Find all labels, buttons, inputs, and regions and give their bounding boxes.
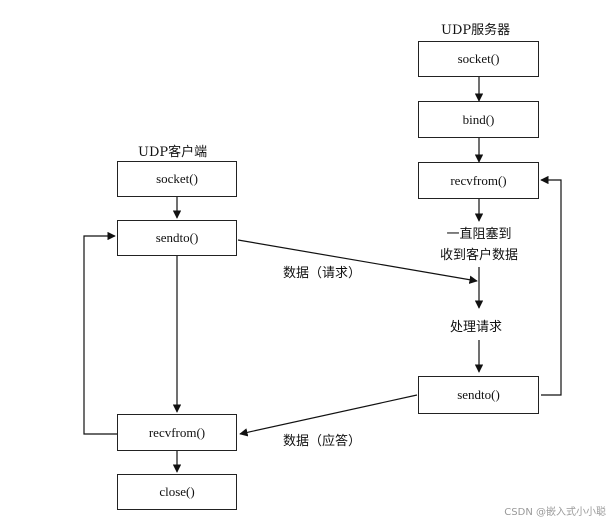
server-block-line1: 一直阻塞到 [446, 227, 512, 242]
server-process-label: 处理请求 [450, 320, 503, 335]
client-title: UDP客户端 [138, 145, 208, 160]
server-recvfrom-box: recvfrom() [418, 162, 539, 199]
request-label: 数据（请求） [283, 266, 362, 281]
server-loop-arrow [540, 175, 562, 396]
response-label: 数据（应答） [283, 434, 362, 449]
response-arrow [239, 394, 418, 437]
server-block-text: 一直阻塞到 收到客户数据 [426, 224, 532, 266]
server-bind-box: bind() [418, 101, 539, 138]
client-socket-box: socket() [117, 161, 237, 197]
watermark-text: CSDN @嵌入式小小聪 [504, 507, 606, 518]
server-title: UDP服务器 [441, 23, 511, 38]
client-recvfrom-box: recvfrom() [117, 414, 237, 451]
client-loop-arrow [83, 231, 117, 435]
server-socket-box: socket() [418, 41, 539, 77]
client-close-box: close() [117, 474, 237, 510]
server-sendto-box: sendto() [418, 376, 539, 414]
request-arrow [237, 239, 478, 284]
client-sendto-box: sendto() [117, 220, 237, 256]
server-block-line2: 收到客户数据 [439, 248, 518, 263]
